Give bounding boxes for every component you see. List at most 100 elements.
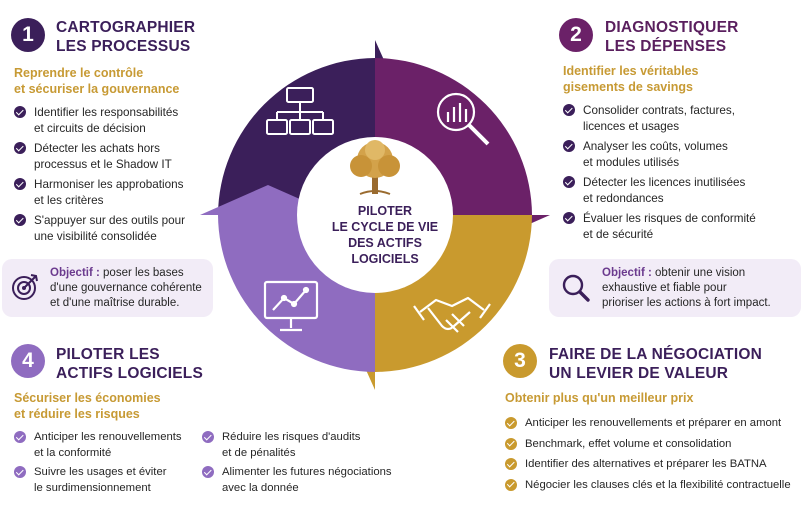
list-item: Réduire les risques d'audits et de pénal… [202,430,412,461]
check-icon [505,478,517,491]
cycle-segment-4 [218,215,375,372]
cycle-segment-2 [375,58,532,215]
objective-text-1: Objectif : poser les bases d'une gouvern… [50,266,212,311]
subtitle-line: Sécuriser les économies [14,391,161,405]
check-icon [14,106,26,118]
item-line: et modules utilisés [583,155,680,169]
step-number-1: 1 [11,18,45,52]
item-line: avec la donnée [222,481,299,494]
item-line: Détecter les licences inutilisées [583,176,746,189]
check-icon [505,437,517,450]
search-icon [562,274,590,302]
item-line: Analyser les coûts, volumes [583,140,728,153]
item-line: Évaluer les risques de conformité [583,212,756,225]
title-line: ACTIFS LOGICIELS [56,365,204,382]
subtitle-line: et sécuriser la gouvernance [14,82,180,96]
objective-label: Objectif : [50,267,100,279]
item-line: Détecter les achats hors [34,142,161,155]
title-line: FAIRE DE LA NÉGOCIATION [549,346,762,363]
list-item: Consolider contrats, factures, licences … [563,103,793,134]
check-icon [14,431,26,443]
list-item: Détecter les achats hors processus et le… [14,141,214,172]
org-chart-icon [266,87,334,135]
list-item: Benchmark, effet volume et consolidation [505,437,803,453]
section-2-list: Consolider contrats, factures, licences … [563,103,793,242]
objective-line: prioriser les actions à fort impact. [602,297,771,309]
check-icon [563,212,575,224]
list-item: Harmoniser les approbations et les critè… [14,177,214,208]
monitor-chart-icon [263,280,319,332]
list-item: Analyser les coûts, volumes et modules u… [563,139,793,170]
section-1-title: CARTOGRAPHIER LES PROCESSUS [56,18,195,56]
list-item: Anticiper les renouvellements et prépare… [505,416,803,432]
section-4-title: PILOTER LES ACTIFS LOGICIELS [56,345,203,383]
section-2-title: DIAGNOSTIQUER LES DÉPENSES [605,18,739,56]
item-line: Alimenter les futures négociations [222,466,392,478]
item-line: Anticiper les renouvellements [34,431,182,443]
tree-icon [350,140,400,195]
list-item: Alimenter les futures négociations avec … [202,465,412,496]
item-line: et de sécurité [583,227,654,241]
section-3-subtitle: Obtenir plus qu'un meilleur prix [505,390,693,406]
objective-box-2 [549,259,801,317]
item-line: et de pénalités [222,446,296,459]
item-line: et la conformité [34,446,112,459]
center-title-line: LOGICIELS [351,252,419,266]
subtitle-line: Obtenir plus qu'un meilleur prix [505,391,694,405]
check-icon [14,178,26,190]
item-line: Consolider contrats, factures, [583,104,736,117]
list-item: Évaluer les risques de conformité et de … [563,211,793,242]
list-item: Détecter les licences inutilisées et red… [563,175,793,206]
objective-box-1 [2,259,213,317]
subtitle-line: Identifier les véritables [563,64,699,78]
item-line: et les critères [34,193,104,207]
objective-label: Objectif : [602,267,652,279]
check-icon [563,176,575,188]
item-line: Benchmark, effet volume et consolidation [525,437,732,450]
check-icon [505,458,517,470]
item-line: Anticiper les renouvellements et prépare… [525,417,782,429]
list-item: Anticiper les renouvellements et la conf… [14,430,199,461]
check-icon [563,140,575,152]
item-line: S'appuyer sur des outils pour [34,214,186,227]
item-line: Identifier des alternatives et préparer … [525,458,767,470]
section-1-list: Identifier les responsabilités et circui… [14,105,214,244]
center-title-line: PILOTER [357,204,413,218]
section-4-list-left: Anticiper les renouvellements et la conf… [14,430,199,496]
center-title: PILOTER LE CYCLE DE VIE DES ACTIFS LOGIC… [310,203,460,267]
check-icon [202,466,214,478]
item-line: et circuits de décision [34,121,146,135]
check-icon [14,214,26,226]
item-line: et redondances [583,191,664,205]
item-line: Suivre les usages et éviter [34,466,167,478]
item-line: Négocier les clauses clés et la flexibil… [525,478,791,491]
check-icon [202,431,214,443]
check-icon [563,104,575,116]
cycle-segment-1 [218,58,375,215]
check-icon [505,417,517,429]
subtitle-line: et réduire les risques [14,407,140,421]
title-line: PILOTER LES [56,346,160,363]
section-1-subtitle: Reprendre le contrôle et sécuriser la go… [14,65,179,97]
list-item: Négocier les clauses clés et la flexibil… [505,478,803,494]
item-line: processus et le Shadow IT [34,157,172,171]
section-3-list: Anticiper les renouvellements et prépare… [505,416,803,493]
step-number-4: 4 [11,344,45,378]
objective-line: exhaustive et fiable pour [602,282,727,294]
objective-line: et d'une maîtrise durable. [50,297,180,309]
item-line: une visibilité consolidée [34,229,157,243]
title-line: LES DÉPENSES [605,38,727,55]
item-line: Harmoniser les approbations [34,178,184,191]
center-title-line: DES ACTIFS [348,236,422,250]
check-icon [14,466,26,478]
item-line: licences et usages [583,119,680,133]
handshake-icon [413,296,491,333]
section-4-subtitle: Sécuriser les économies et réduire les r… [14,390,161,422]
section-4-list-right: Réduire les risques d'audits et de pénal… [202,430,412,496]
title-line: UN LEVIER DE VALEUR [549,365,729,382]
center-disc [297,137,453,293]
objective-line: d'une gouvernance cohérente [50,282,202,294]
section-2-subtitle: Identifier les véritables gisements de s… [563,63,698,95]
title-line: LES PROCESSUS [56,38,191,55]
